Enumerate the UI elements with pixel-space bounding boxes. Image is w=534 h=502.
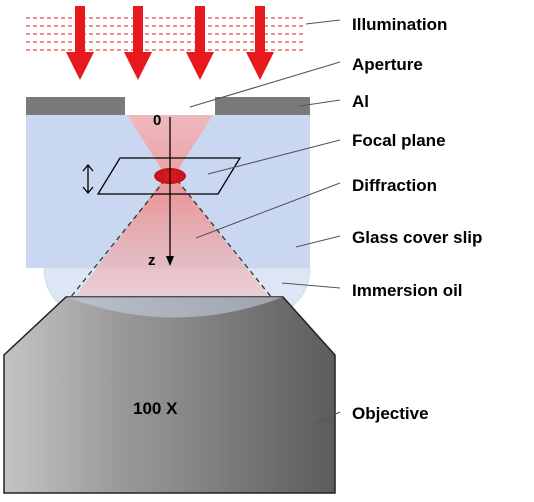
arrow-icon: [124, 6, 152, 80]
aluminum-right: [215, 97, 310, 115]
label-objective: Objective: [352, 404, 429, 423]
light-beam: [74, 115, 270, 298]
leader-lines: [189, 19, 341, 425]
axis-z-label: z: [148, 252, 156, 269]
objective-body: [3, 296, 336, 494]
diffraction-cone-lines: [69, 179, 273, 299]
label-diffraction: Diffraction: [352, 176, 437, 195]
label-immersion-oil: Immersion oil: [352, 281, 463, 300]
focal-plane: [96, 157, 242, 195]
arrow-icon: [186, 6, 214, 80]
double-arrow-icon: [82, 163, 94, 195]
axis-origin-label: 0: [153, 112, 161, 129]
objective-magnification: 100 X: [133, 399, 178, 418]
objective-lens-top: [66, 297, 283, 318]
aluminum-left: [26, 97, 125, 115]
label-illumination: Illumination: [352, 15, 447, 34]
label-focal-plane: Focal plane: [352, 131, 446, 150]
z-axis: [166, 117, 174, 266]
arrow-icon: [246, 6, 274, 80]
label-al: Al: [352, 92, 369, 111]
label-glass-cover-slip: Glass cover slip: [352, 228, 482, 247]
illumination-arrows: [66, 6, 274, 80]
arrow-icon: [66, 6, 94, 80]
label-aperture: Aperture: [352, 55, 423, 74]
